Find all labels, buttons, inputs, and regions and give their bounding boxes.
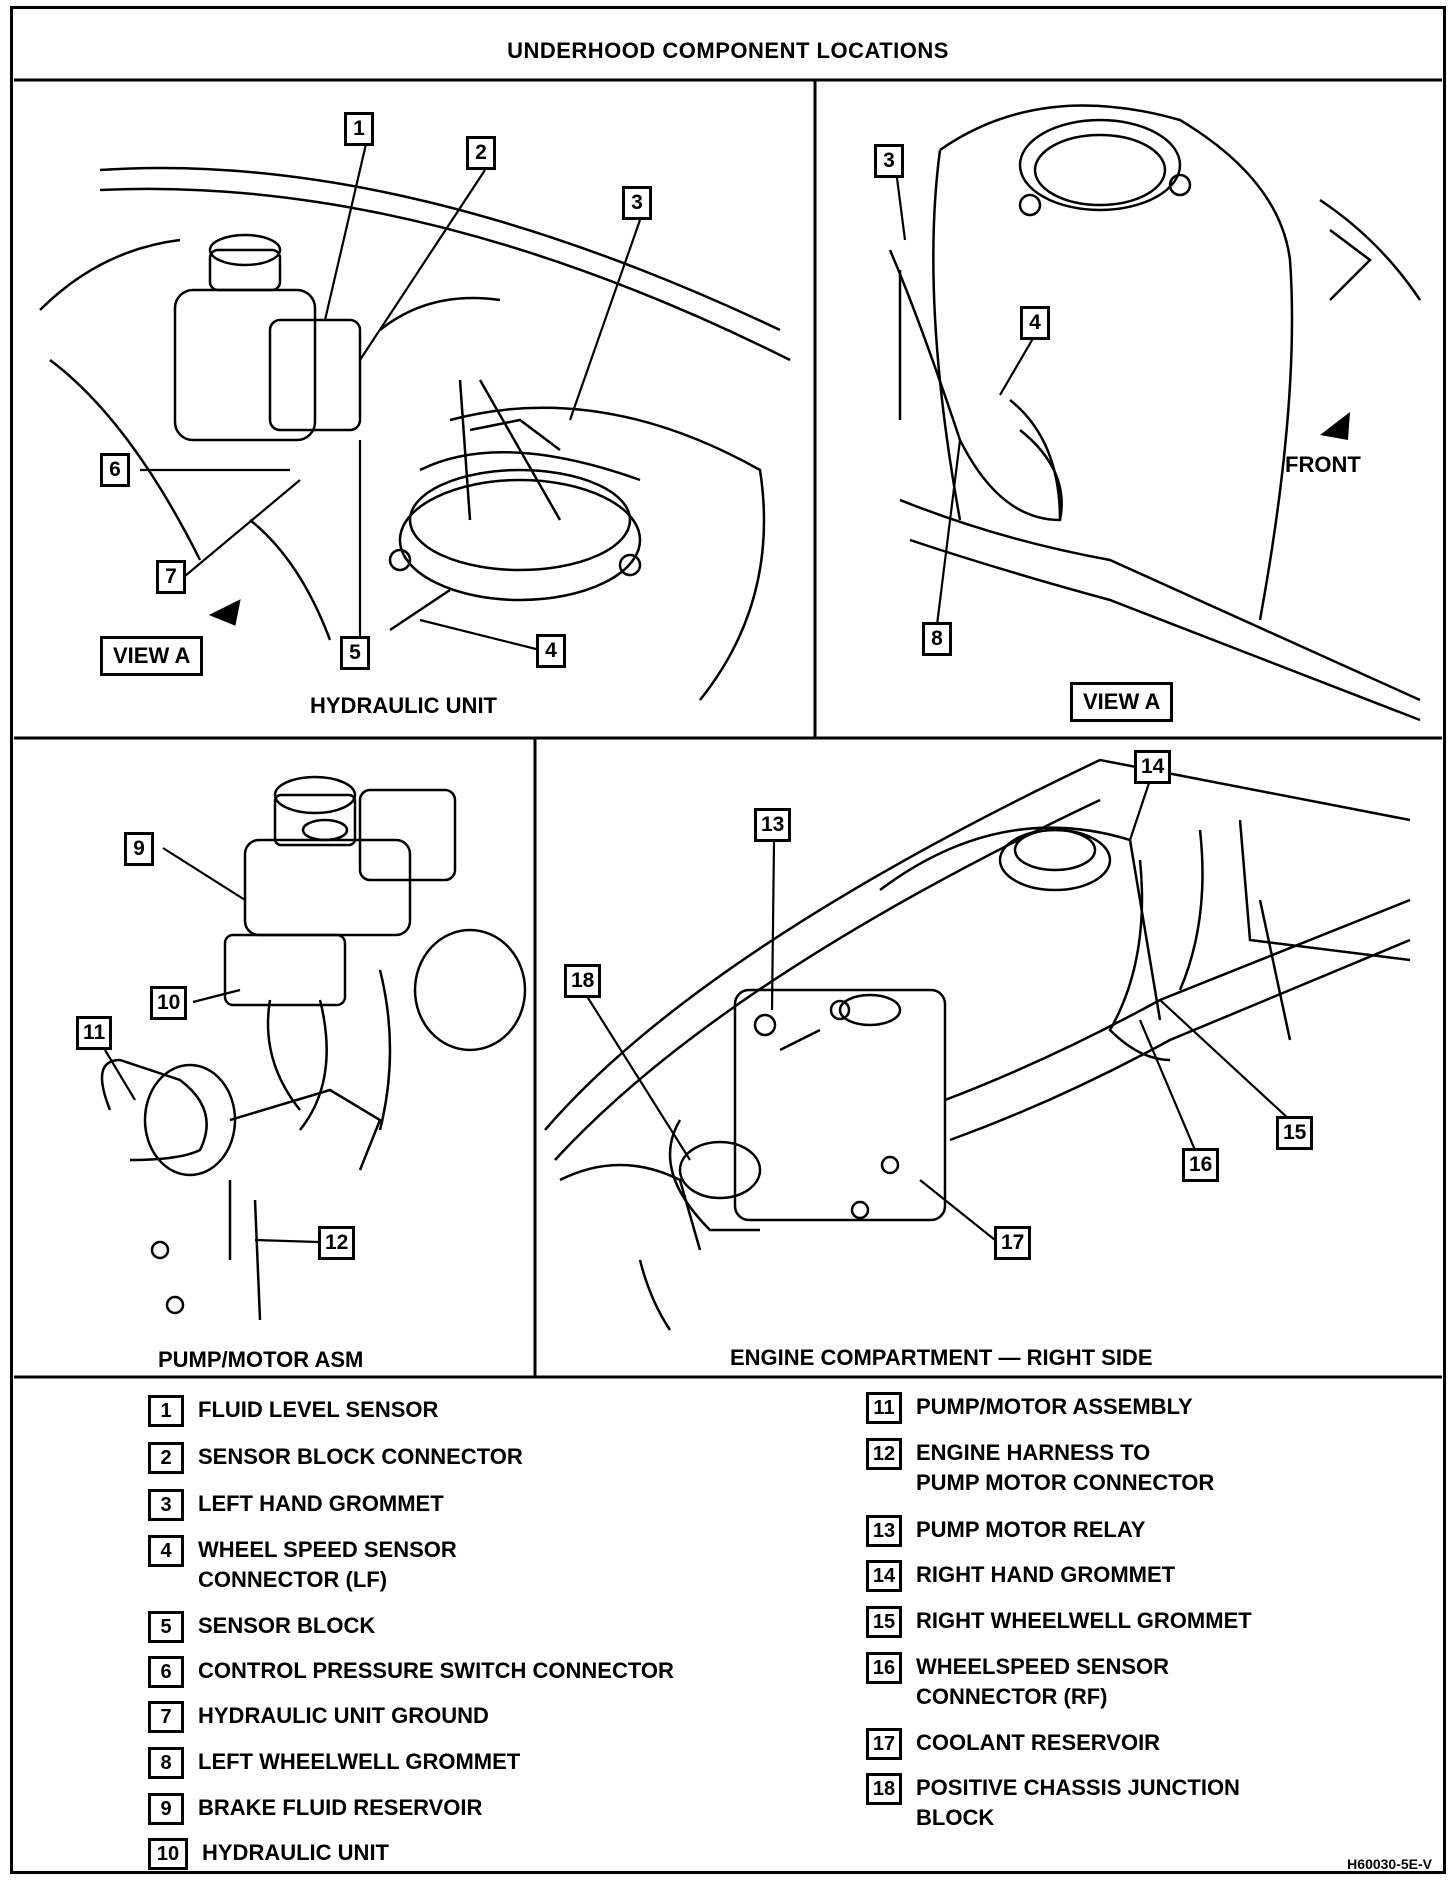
legend-number: 8 — [148, 1747, 184, 1779]
legend-number: 14 — [866, 1560, 902, 1592]
legend-item-10: 10 HYDRAULIC UNIT — [148, 1838, 389, 1870]
callout-14: 14 — [1134, 750, 1172, 784]
legend-number: 13 — [866, 1515, 902, 1547]
legend-text: SENSOR BLOCK CONNECTOR — [198, 1444, 523, 1469]
legend-item-8: 8 LEFT WHEELWELL GROMMET — [148, 1747, 520, 1779]
legend-item-17: 17 COOLANT RESERVOIR — [866, 1728, 1160, 1760]
callout-3-view-a: 3 — [874, 144, 904, 178]
legend-item-18: 18 POSITIVE CHASSIS JUNCTION BLOCK — [866, 1773, 1240, 1833]
callout-10: 10 — [150, 986, 188, 1020]
legend-number: 11 — [866, 1392, 902, 1424]
legend-item-11: 11 PUMP/MOTOR ASSEMBLY — [866, 1392, 1193, 1424]
view-a-tag: VIEW A — [100, 636, 204, 676]
figure-id: H60030-5E-V — [1347, 1856, 1432, 1872]
callout-13: 13 — [754, 808, 792, 842]
legend-number: 2 — [148, 1442, 184, 1474]
callout-7: 7 — [156, 560, 186, 594]
legend-item-3: 3 LEFT HAND GROMMET — [148, 1489, 444, 1521]
legend-text: RIGHT HAND GROMMET — [916, 1562, 1176, 1587]
hydraulic-unit-leaders — [140, 143, 642, 660]
legend-text: COOLANT RESERVOIR — [916, 1730, 1161, 1755]
view-a-sketch — [888, 104, 1422, 722]
legend-item-7: 7 HYDRAULIC UNIT GROUND — [148, 1701, 489, 1733]
callout-2: 2 — [466, 136, 496, 170]
pump-motor-sketch — [100, 775, 527, 1321]
legend-text: HYDRAULIC UNIT GROUND — [198, 1703, 489, 1728]
view-a-arrow — [208, 599, 241, 626]
legend-text: WHEELSPEED SENSOR CONNECTOR (RF) — [916, 1654, 1170, 1709]
legend-item-6: 6 CONTROL PRESSURE SWITCH CONNECTOR — [148, 1656, 674, 1688]
legend-text: LEFT WHEELWELL GROMMET — [198, 1749, 521, 1774]
legend-item-14: 14 RIGHT HAND GROMMET — [866, 1560, 1175, 1592]
callout-12: 12 — [318, 1226, 356, 1260]
legend-text: PUMP MOTOR RELAY — [916, 1517, 1146, 1542]
callout-4-view-a: 4 — [1020, 306, 1050, 340]
callout-4: 4 — [536, 634, 566, 668]
front-arrow — [1320, 412, 1350, 440]
front-label: FRONT — [1285, 452, 1361, 477]
callout-18: 18 — [564, 964, 602, 998]
legend-number: 6 — [148, 1656, 184, 1688]
legend-item-12: 12 ENGINE HARNESS TO PUMP MOTOR CONNECTO… — [866, 1438, 1214, 1498]
callout-11: 11 — [76, 1016, 113, 1050]
callout-5: 5 — [340, 636, 370, 670]
legend-number: 4 — [148, 1535, 184, 1567]
callout-9: 9 — [124, 832, 154, 866]
callout-6: 6 — [100, 453, 130, 487]
callout-17: 17 — [994, 1226, 1032, 1260]
legend-number: 17 — [866, 1728, 902, 1760]
panel-label-pump-motor: PUMP/MOTOR ASM — [158, 1347, 364, 1372]
legend-item-16: 16 WHEELSPEED SENSOR CONNECTOR (RF) — [866, 1652, 1169, 1712]
legend-item-15: 15 RIGHT WHEELWELL GROMMET — [866, 1606, 1252, 1638]
legend-number: 5 — [148, 1611, 184, 1643]
panel-label-view-a: VIEW A — [1070, 682, 1174, 722]
legend-item-4: 4 WHEEL SPEED SENSOR CONNECTOR (LF) — [148, 1535, 457, 1595]
legend-text: BRAKE FLUID RESERVOIR — [198, 1795, 483, 1820]
legend-number: 1 — [148, 1395, 184, 1427]
legend-number: 9 — [148, 1793, 184, 1825]
pump-motor-leaders — [104, 847, 319, 1244]
legend-text: WHEEL SPEED SENSOR CONNECTOR (LF) — [198, 1537, 457, 1592]
legend-item-13: 13 PUMP MOTOR RELAY — [866, 1515, 1145, 1547]
callout-16: 16 — [1182, 1148, 1220, 1182]
legend-item-2: 2 SENSOR BLOCK CONNECTOR — [148, 1442, 523, 1474]
legend-text: RIGHT WHEELWELL GROMMET — [916, 1608, 1252, 1633]
legend-text: CONTROL PRESSURE SWITCH CONNECTOR — [198, 1658, 674, 1683]
engine-right-leaders — [582, 779, 1291, 1241]
legend-number: 10 — [148, 1838, 188, 1870]
legend-text: FLUID LEVEL SENSOR — [198, 1397, 439, 1422]
legend-item-5: 5 SENSOR BLOCK — [148, 1611, 375, 1643]
legend-text: ENGINE HARNESS TO PUMP MOTOR CONNECTOR — [916, 1440, 1215, 1495]
legend-text: HYDRAULIC UNIT — [202, 1840, 389, 1865]
legend-text: SENSOR BLOCK — [198, 1613, 376, 1638]
legend-text: LEFT HAND GROMMET — [198, 1491, 444, 1516]
page-frame — [10, 6, 1446, 1874]
legend-number: 15 — [866, 1606, 902, 1638]
hydraulic-unit-sketch — [39, 166, 791, 701]
panel-label-engine-right: ENGINE COMPARTMENT — RIGHT SIDE — [730, 1345, 1153, 1370]
legend-number: 7 — [148, 1701, 184, 1733]
view-a-leaders — [895, 177, 1036, 626]
legend-number: 16 — [866, 1652, 902, 1684]
legend-text: PUMP/MOTOR ASSEMBLY — [916, 1394, 1193, 1419]
panel-label-hydraulic-unit: HYDRAULIC UNIT — [310, 693, 497, 718]
callout-3: 3 — [622, 186, 652, 220]
legend-item-1: 1 FLUID LEVEL SENSOR — [148, 1395, 438, 1427]
callout-8: 8 — [922, 622, 952, 656]
legend-number: 18 — [866, 1773, 902, 1805]
legend-number: 12 — [866, 1438, 902, 1470]
engine-right-sketch — [544, 758, 1411, 1331]
legend-text: POSITIVE CHASSIS JUNCTION BLOCK — [916, 1775, 1240, 1830]
callout-1: 1 — [344, 112, 374, 146]
page-title: UNDERHOOD COMPONENT LOCATIONS — [507, 38, 949, 63]
callout-15: 15 — [1276, 1116, 1314, 1150]
legend-number: 3 — [148, 1489, 184, 1521]
legend-item-9: 9 BRAKE FLUID RESERVOIR — [148, 1793, 482, 1825]
